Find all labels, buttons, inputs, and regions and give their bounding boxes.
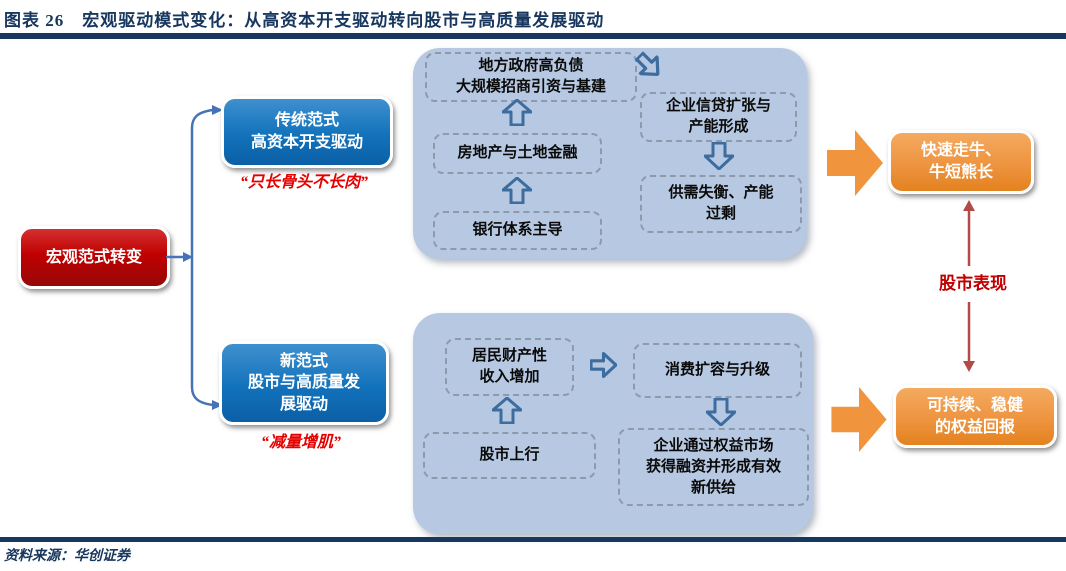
down-arrow-icon <box>706 398 736 426</box>
box-supply-demand-imbalance: 供需失衡、产能 过剩 <box>640 175 802 233</box>
up-arrow-icon <box>502 177 532 204</box>
box-stock-market-rise: 股市上行 <box>423 432 596 479</box>
box-bank-system: 银行体系主导 <box>433 211 602 250</box>
brace-connector-icon <box>166 105 223 410</box>
box-household-property-income: 居民财产性 收入增加 <box>445 338 574 396</box>
market-performance-label: 股市表现 <box>939 274 1007 293</box>
down-arrow-icon <box>704 142 734 170</box>
double-arrow-icon <box>963 200 975 372</box>
figure-title: 图表 26 宏观驱动模式变化：从高资本开支驱动转向股市与高质量发展驱动 <box>4 11 605 30</box>
box-equity-financing-supply: 企业通过权益市场 获得融资并形成有效 新供给 <box>618 428 809 506</box>
box-corporate-credit-expansion: 企业信贷扩张与 产能形成 <box>640 92 797 142</box>
root-node-macro-paradigm-shift: 宏观范式转变 <box>18 226 170 289</box>
result-sustainable-equity-return: 可持续、稳健 的权益回报 <box>893 385 1057 448</box>
quote-new-paradigm: “减量增肌” <box>260 434 341 451</box>
source-note: 资料来源：华创证券 <box>4 549 130 564</box>
quote-old-paradigm: “只长骨头不长肉” <box>239 174 368 191</box>
top-flow-container <box>413 48 807 259</box>
right-arrow-icon <box>590 352 617 378</box>
diagonal-arrow-icon <box>628 46 668 86</box>
solid-right-arrow-icon <box>831 387 887 452</box>
up-arrow-icon <box>502 99 532 126</box>
title-divider <box>0 33 1066 39</box>
solid-right-arrow-icon <box>827 130 883 196</box>
bottom-divider <box>0 537 1066 542</box>
box-real-estate-land-finance: 房地产与土地金融 <box>433 133 602 174</box>
bottom-flow-container <box>413 313 813 534</box>
up-arrow-icon <box>492 397 522 424</box>
result-fast-bull-short-bull: 快速走牛、 牛短熊长 <box>888 130 1034 194</box>
box-consumption-upgrade: 消费扩容与升级 <box>633 343 802 398</box>
box-local-government-debt: 地方政府高负债 大规模招商引资与基建 <box>425 52 637 102</box>
node-new-paradigm: 新范式 股市与高质量发 展驱动 <box>219 341 389 425</box>
node-traditional-paradigm: 传统范式 高资本开支驱动 <box>221 96 393 168</box>
